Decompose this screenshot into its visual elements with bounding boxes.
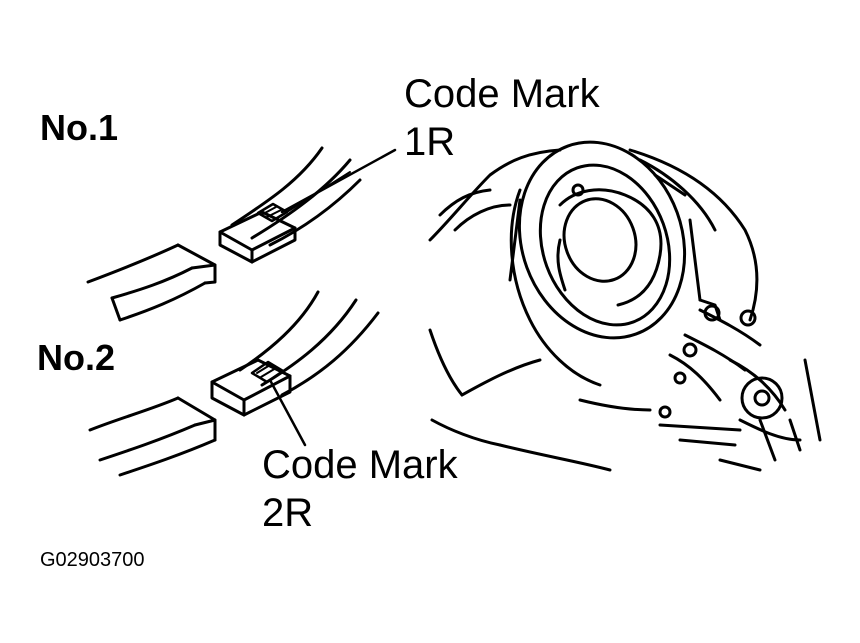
code-mark-2r-title: Code Mark bbox=[262, 443, 458, 487]
code-mark-2r-symbol bbox=[250, 360, 307, 447]
ring-no2-label: No.2 bbox=[37, 337, 116, 378]
ring-no1-label: No.1 bbox=[40, 107, 119, 148]
ring-no1 bbox=[86, 146, 362, 322]
piston-in-hand bbox=[428, 140, 822, 472]
code-mark-2r-value: 2R bbox=[262, 491, 314, 535]
code-mark-1r-value: 1R bbox=[404, 120, 456, 164]
code-mark-1r-symbol bbox=[256, 148, 397, 223]
code-mark-1r-title: Code Mark bbox=[404, 72, 600, 116]
figure-code: G02903700 bbox=[40, 549, 145, 571]
